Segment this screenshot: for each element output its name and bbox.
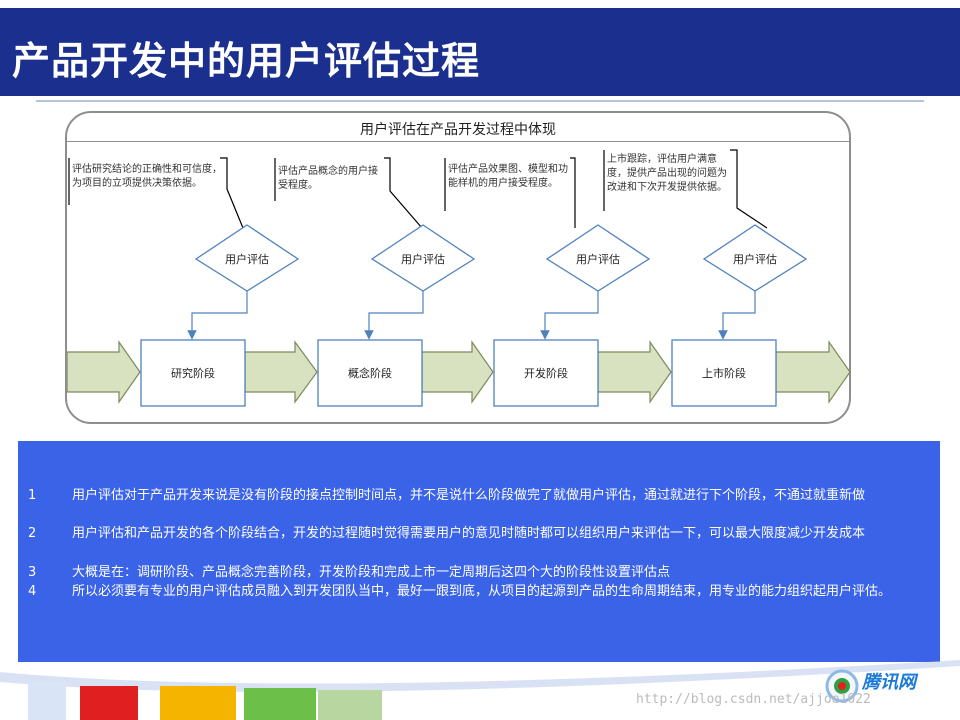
connector-2 [364,291,424,340]
note-bracket-3 [444,157,576,228]
title-bar: 产品开发中的用户评估过程 [0,8,960,96]
diamond-label-1: 用户评估 [225,253,269,266]
info-number: 1 [28,488,37,503]
flow-arrow-2 [244,340,318,404]
info-text: 大概是在：调研阶段、产品概念完善阶段，开发阶段和完成上市一定周期后这四个大的阶段… [72,565,671,580]
diamond-label-3: 用户评估 [576,253,620,266]
note-concept: 评估产品概念的用户接受程度。 [278,166,378,191]
connector-4 [718,291,756,340]
info-number: 2 [28,526,37,541]
stage-label-research: 研究阶段 [171,367,215,380]
stage-box-2 [317,339,423,407]
flow-arrow-4 [597,340,672,404]
stage-box-1 [140,339,246,407]
stage-box-3 [493,339,599,407]
diamond-label-4: 用户评估 [733,253,777,266]
note-development: 评估产品效果图、模型和功能样机的用户接受程度。 [448,164,568,189]
info-number: 4 [28,584,37,599]
stage-box-4 [671,339,777,407]
stage-label-launch: 上市阶段 [702,367,746,380]
diamond-label-2: 用户评估 [401,253,445,266]
tencent-logo-text: 腾讯网 [862,672,916,693]
slide-title: 产品开发中的用户评估过程 [12,39,481,83]
note-bracket-1 [68,157,244,229]
note-launch: 上市跟踪，评估用户满意度，提供产品出现的问题为改进和下次开发提供依据。 [607,154,727,193]
footer-stripes [0,660,960,720]
stage-label-development: 开发阶段 [524,367,568,380]
info-text: 用户评估对于产品开发来说是没有阶段的接点控制时间点，并不是说什么阶段做完了就做用… [72,488,866,503]
note-research: 评估研究结论的正确性和可信度，为项目的立项提供决策依据。 [72,164,222,189]
info-text: 所以必须要有专业的用户评估成员融入到开发团队当中，最好一跟到底，从项目的起源到产… [72,584,892,599]
note-bracket-4 [603,149,768,229]
diagram-title: 用户评估在产品开发过程中体现 [360,122,556,138]
flow-arrow-5 [775,340,851,404]
diagram-title-divider [67,141,849,142]
note-bracket-2 [274,157,423,229]
title-divider [36,100,924,102]
flow-arrow-3 [421,340,494,404]
process-diagram: 用户评估在产品开发过程中体现 [65,111,851,424]
info-text: 用户评估和产品开发的各个阶段结合，开发的过程随时觉得需要用户的意见时随时都可以组… [72,526,866,541]
watermark-url: http://blog.csdn.net/ajjoe1022 [636,692,871,707]
flow-graphics [67,149,851,407]
stage-label-concept: 概念阶段 [348,367,392,380]
info-panel: 1 用户评估对于产品开发来说是没有阶段的接点控制时间点，并不是说什么阶段做完了就… [18,441,940,662]
flow-arrow-1 [67,340,141,404]
connector-1 [187,291,248,340]
tencent-logo-icon [825,669,859,703]
info-number: 3 [28,565,37,580]
connector-3 [540,291,599,340]
